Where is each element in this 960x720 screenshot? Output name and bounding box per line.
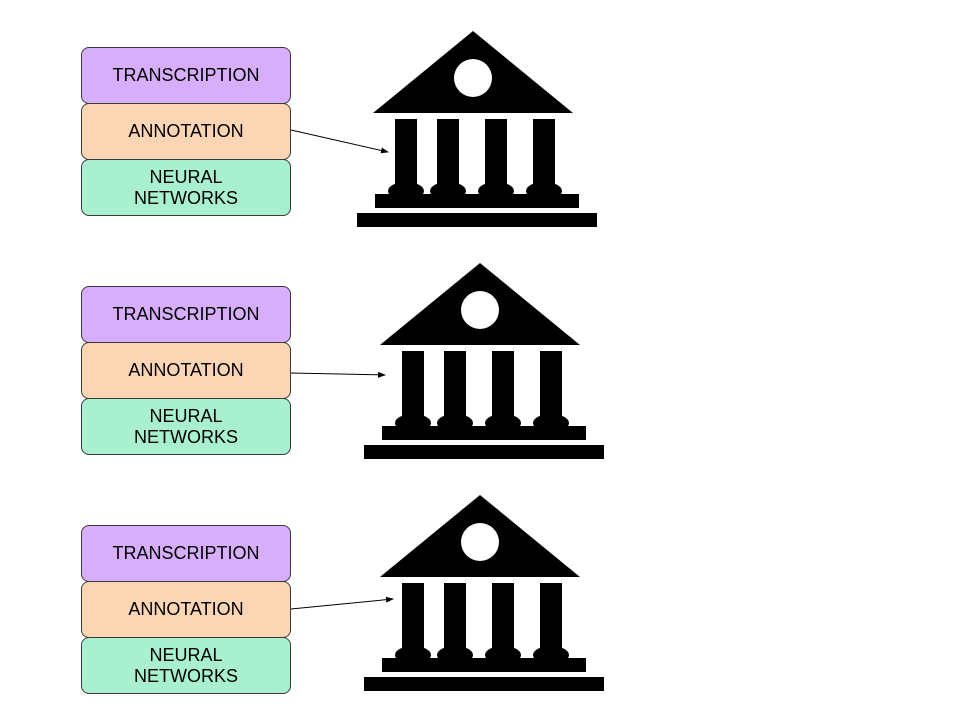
pipeline-group-3: TRANSCRIPTION ANNOTATION NEURAL NETWORKS [0,494,960,694]
arrow-connector [290,371,386,378]
arrow-connector [290,596,394,610]
task-stack: TRANSCRIPTION ANNOTATION NEURAL NETWORKS [81,286,291,455]
transcription-box: TRANSCRIPTION [81,525,291,582]
arrow-connector [290,129,389,154]
transcription-box: TRANSCRIPTION [81,286,291,343]
task-stack: TRANSCRIPTION ANNOTATION NEURAL NETWORKS [81,525,291,694]
transcription-box: TRANSCRIPTION [81,47,291,104]
pipeline-group-2: TRANSCRIPTION ANNOTATION NEURAL NETWORKS [0,262,960,462]
neural-networks-box: NEURAL NETWORKS [81,398,291,455]
pipeline-group-1: TRANSCRIPTION ANNOTATION NEURAL NETWORKS [0,28,960,228]
annotation-box: ANNOTATION [81,103,291,160]
annotation-box: ANNOTATION [81,581,291,638]
neural-networks-box: NEURAL NETWORKS [81,159,291,216]
task-stack: TRANSCRIPTION ANNOTATION NEURAL NETWORKS [81,47,291,216]
annotation-box: ANNOTATION [81,342,291,399]
neural-networks-box: NEURAL NETWORKS [81,637,291,694]
